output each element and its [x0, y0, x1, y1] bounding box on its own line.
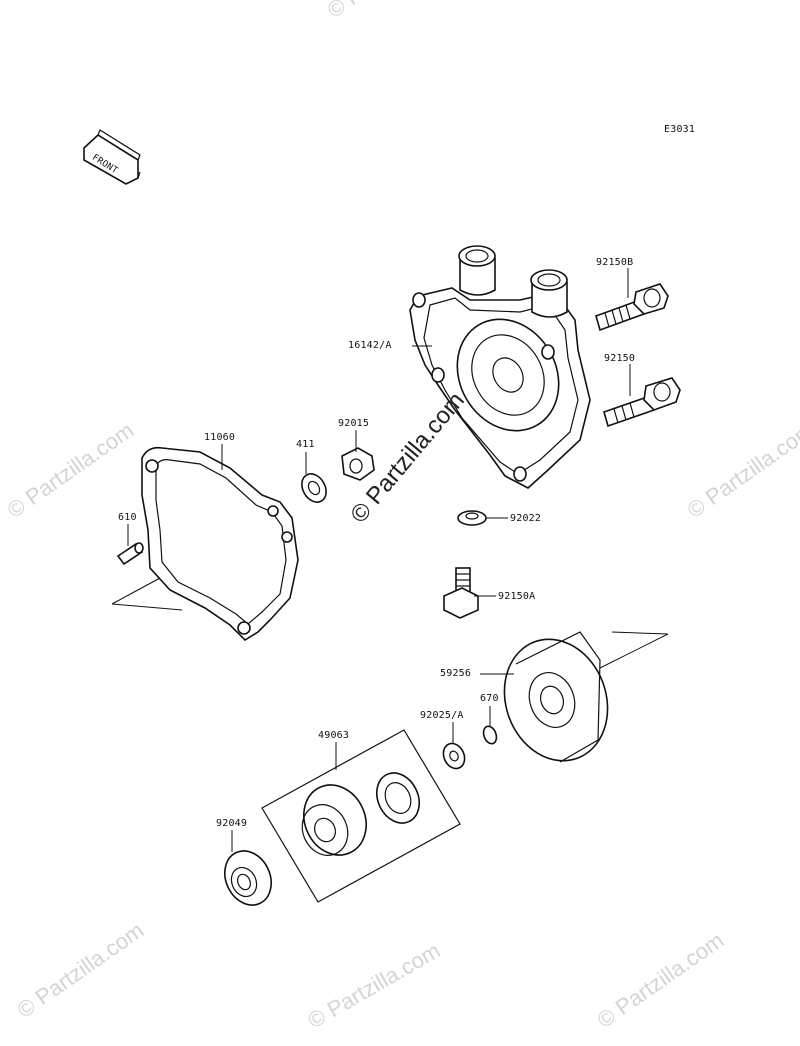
part-label-92150b: 92150B: [596, 257, 634, 268]
washer-92025a: [442, 742, 466, 770]
part-label-411: 411: [296, 439, 315, 450]
part-label-92025a: 92025/A: [420, 710, 464, 721]
washer-92022: [457, 510, 487, 526]
diagram-code: E3031: [664, 124, 696, 135]
part-label-92150: 92150: [604, 353, 636, 364]
gasket-11060: [141, 446, 299, 642]
o-ring-670: [482, 725, 498, 745]
bolt-92150b: [595, 283, 669, 332]
bearing-92049: [224, 850, 272, 906]
part-label-16142a: 16142/A: [348, 340, 392, 351]
bolt-92150a: [443, 567, 479, 619]
water-pump-cover: [409, 245, 591, 489]
mechanical-seal-49063: [261, 729, 461, 903]
part-label-92022: 92022: [510, 513, 542, 524]
part-label-92049: 92049: [216, 818, 248, 829]
washer-411: [301, 473, 327, 503]
part-label-59256: 59256: [440, 668, 472, 679]
part-label-610: 610: [118, 512, 137, 523]
front-arrow-icon: [83, 129, 141, 185]
impeller-59256: [503, 631, 669, 763]
dowel-pin-610: [116, 542, 144, 566]
part-label-92015: 92015: [338, 418, 370, 429]
bolt-92150: [603, 377, 681, 428]
nut-92015: [341, 447, 375, 481]
part-label-670: 670: [480, 693, 499, 704]
part-label-11060: 11060: [204, 432, 236, 443]
part-label-49063: 49063: [318, 730, 350, 741]
part-label-92150a: 92150A: [498, 591, 536, 602]
